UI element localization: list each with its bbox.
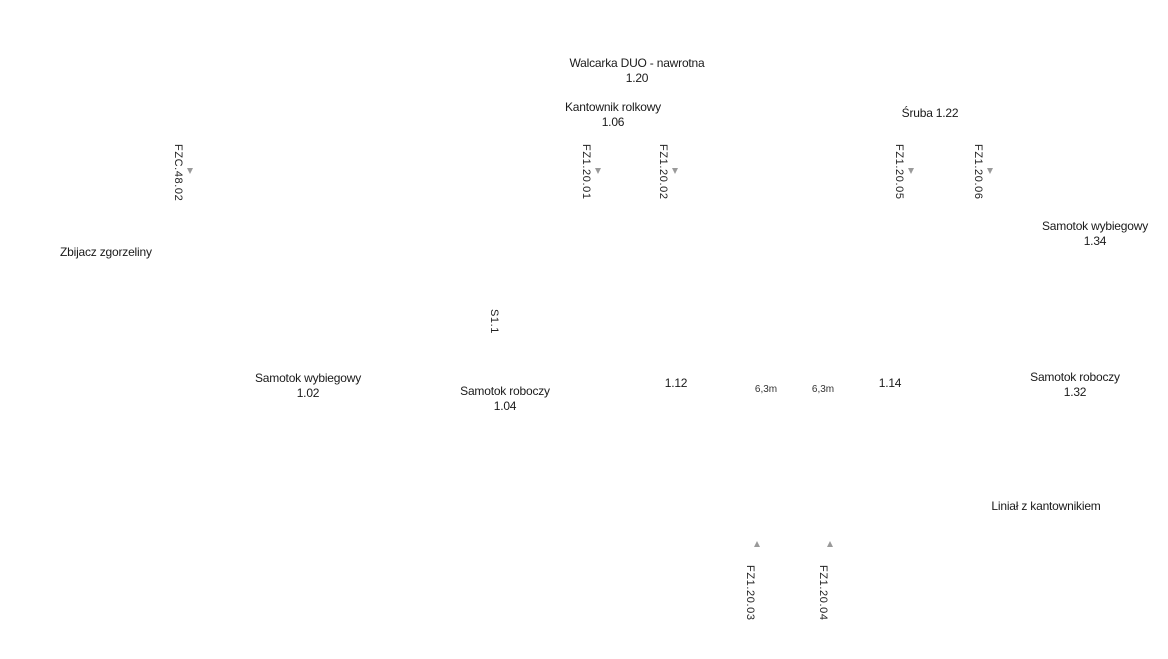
tag-fz1-2002: FZ1.20.02	[657, 144, 669, 200]
samotok-wybiegowy-right-id: 1.34	[1083, 234, 1107, 248]
id-112-label: 1.12	[664, 376, 688, 390]
arrow-up-icon	[827, 541, 833, 547]
arrow-down-icon	[672, 168, 678, 174]
kantownik-title: Kantownik rolkowy	[565, 100, 661, 114]
samotok-roboczy-right-title: Samotok roboczy	[1030, 370, 1120, 384]
samotok-roboczy-right-id: 1.32	[1063, 385, 1087, 399]
kantownik-label: Kantownik rolkowy 1.06	[565, 100, 661, 130]
tag-s-mid: S1.1	[488, 309, 500, 335]
walcarka-label: Walcarka DUO - nawrotna 1.20	[570, 56, 705, 86]
zbijacz-label: Zbijacz zgorzeliny	[60, 245, 152, 259]
tag-fz1-2004: FZ1.20.04	[817, 565, 829, 621]
tag-fz1-2003: FZ1.20.03	[744, 565, 756, 621]
tag-fz1-2005: FZ1.20.05	[893, 144, 905, 200]
linial-label: Liniał z kantownikiem	[991, 499, 1101, 513]
arrow-up-icon	[754, 541, 760, 547]
tag-fz1-2001: FZ1.20.01	[580, 144, 592, 200]
samotok-roboczy-left-label: Samotok roboczy 1.04	[460, 384, 550, 414]
arrow-down-icon	[987, 168, 993, 174]
arrow-down-icon	[595, 168, 601, 174]
samotok-roboczy-left-id: 1.04	[493, 399, 517, 413]
sruba-label: Śruba 1.22	[902, 106, 959, 121]
tag-fz1-2006: FZ1.20.06	[972, 144, 984, 200]
sruba-text: Śruba 1.22	[901, 106, 959, 120]
samotok-wybiegowy-left-label: Samotok wybiegowy 1.02	[255, 371, 361, 401]
kantownik-id: 1.06	[601, 115, 625, 129]
samotok-wybiegowy-right-title: Samotok wybiegowy	[1042, 219, 1148, 233]
samotok-roboczy-right-label: Samotok roboczy 1.32	[1030, 370, 1120, 400]
samotok-wybiegowy-right-label: Samotok wybiegowy 1.34	[1042, 219, 1148, 249]
walcarka-id: 1.20	[625, 71, 649, 85]
arrow-down-icon	[187, 168, 193, 174]
distance-a-label: 6,3m	[754, 384, 778, 395]
samotok-wybiegowy-left-id: 1.02	[296, 386, 320, 400]
samotok-roboczy-left-title: Samotok roboczy	[460, 384, 550, 398]
walcarka-title: Walcarka DUO - nawrotna	[569, 56, 705, 70]
distance-b-label: 6,3m	[811, 384, 835, 395]
id-114-label: 1.14	[878, 376, 902, 390]
arrow-down-icon	[908, 168, 914, 174]
tag-fzc-4802: FZC.48.02	[172, 144, 184, 202]
samotok-wybiegowy-left-title: Samotok wybiegowy	[255, 371, 361, 385]
